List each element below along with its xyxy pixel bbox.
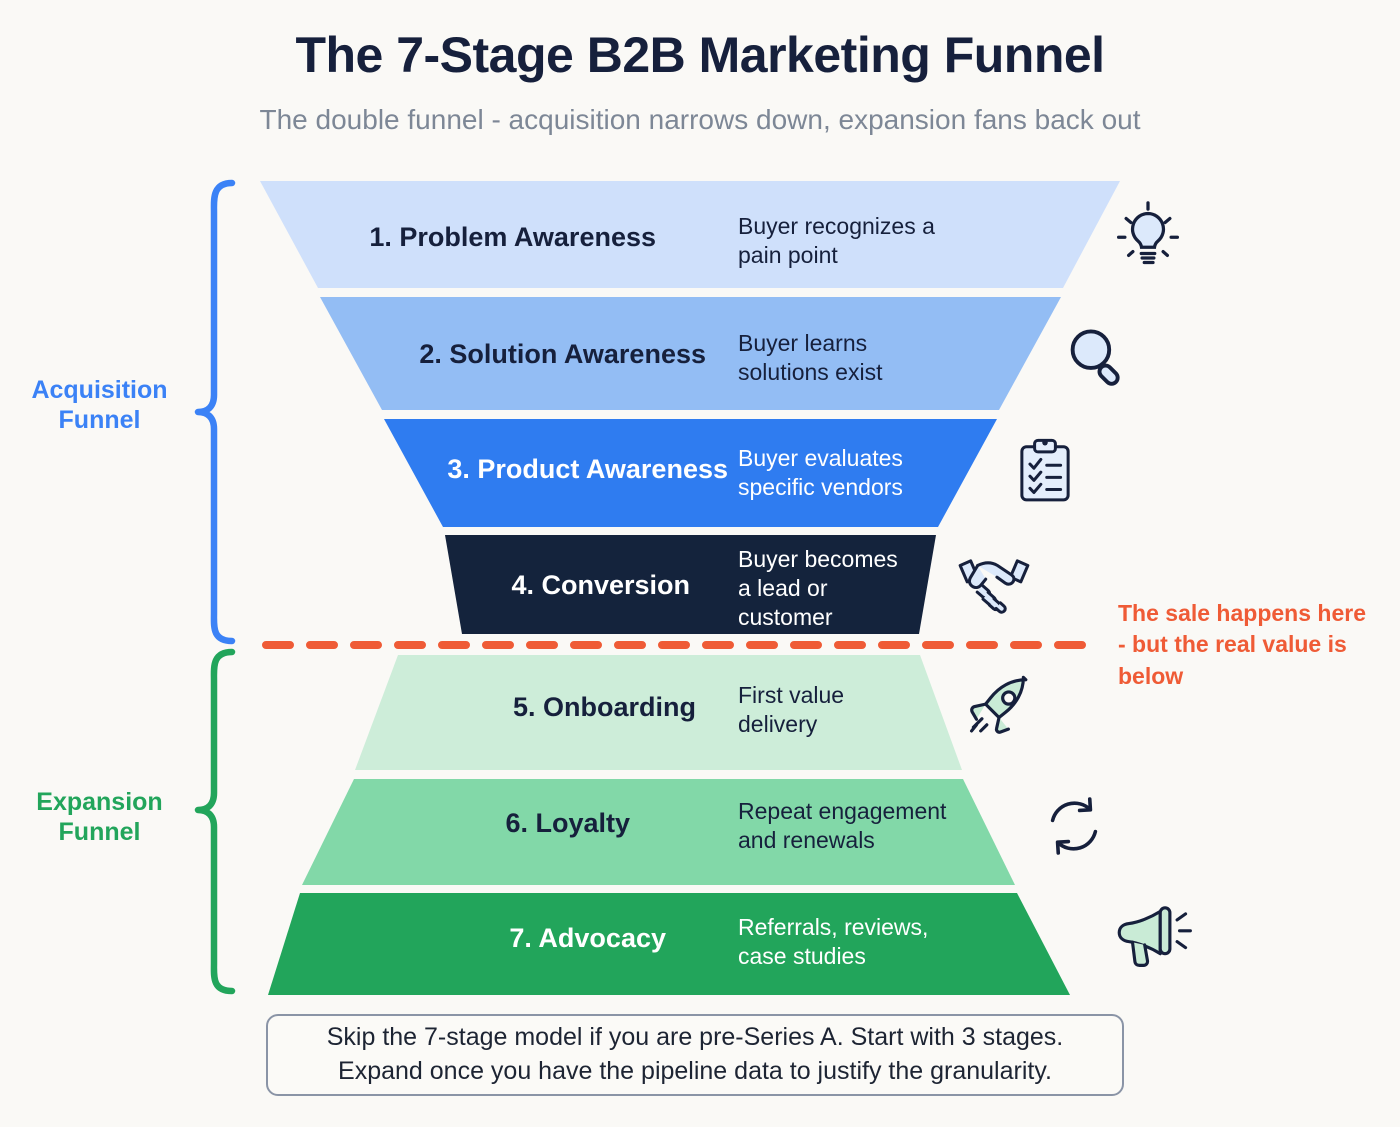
stage-desc-3: Buyer evaluates specific vendors [738, 445, 903, 500]
stage-desc-6: Repeat engagement and renewals [738, 798, 947, 853]
stage-label-7: 7. Advocacy [509, 923, 666, 953]
stage-desc-4: Buyer becomes a lead or customer [738, 546, 898, 630]
funnel-band-4 [445, 535, 936, 634]
stage-label-1: 1. Problem Awareness [369, 222, 656, 252]
stage-label-6: 6. Loyalty [505, 808, 630, 838]
funnel-band-6 [302, 779, 1015, 885]
group-label-acquisition: Acquisition Funnel [31, 376, 168, 434]
sale-annotation: The sale happens here - but the real val… [1118, 600, 1366, 689]
stage-desc-2: Buyer learns solutions exist [738, 330, 883, 385]
acquisition-brace [194, 179, 236, 645]
funnel-band-3 [384, 419, 997, 527]
group-label-expansion: Expansion Funnel [36, 788, 163, 846]
expansion-brace [194, 648, 236, 995]
page-subtitle: The double funnel - acquisition narrows … [259, 104, 1141, 135]
funnel-band-2 [320, 297, 1061, 410]
magnifier-icon [1070, 329, 1120, 386]
rocket-icon [969, 675, 1028, 734]
megaphone-icon [1117, 906, 1192, 967]
stage-label-5: 5. Onboarding [512, 692, 696, 722]
footnote-box: Skip the 7-stage model if you are pre-Se… [266, 1014, 1124, 1096]
footnote-text: Skip the 7-stage model if you are pre-Se… [326, 1023, 1064, 1085]
handshake-icon [958, 559, 1030, 614]
stage-label-2: 2. Solution Awareness [419, 339, 706, 369]
stage-label-3: 3. Product Awareness [447, 454, 728, 484]
funnel-band-5 [355, 655, 962, 770]
funnel-band-7 [268, 893, 1070, 995]
stage-label-4: 4. Conversion [511, 570, 690, 600]
stage-desc-5: First value delivery [738, 682, 845, 737]
lightbulb-icon [1117, 201, 1179, 265]
funnel-band-1 [260, 181, 1120, 288]
refresh-cycle-icon [1050, 797, 1098, 855]
page-title: The 7-Stage B2B Marketing Funnel [295, 27, 1105, 83]
stage-desc-1: Buyer recognizes a pain point [738, 213, 935, 268]
clipboard-check-icon [1020, 438, 1070, 502]
stage-desc-7: Referrals, reviews, case studies [738, 914, 929, 969]
